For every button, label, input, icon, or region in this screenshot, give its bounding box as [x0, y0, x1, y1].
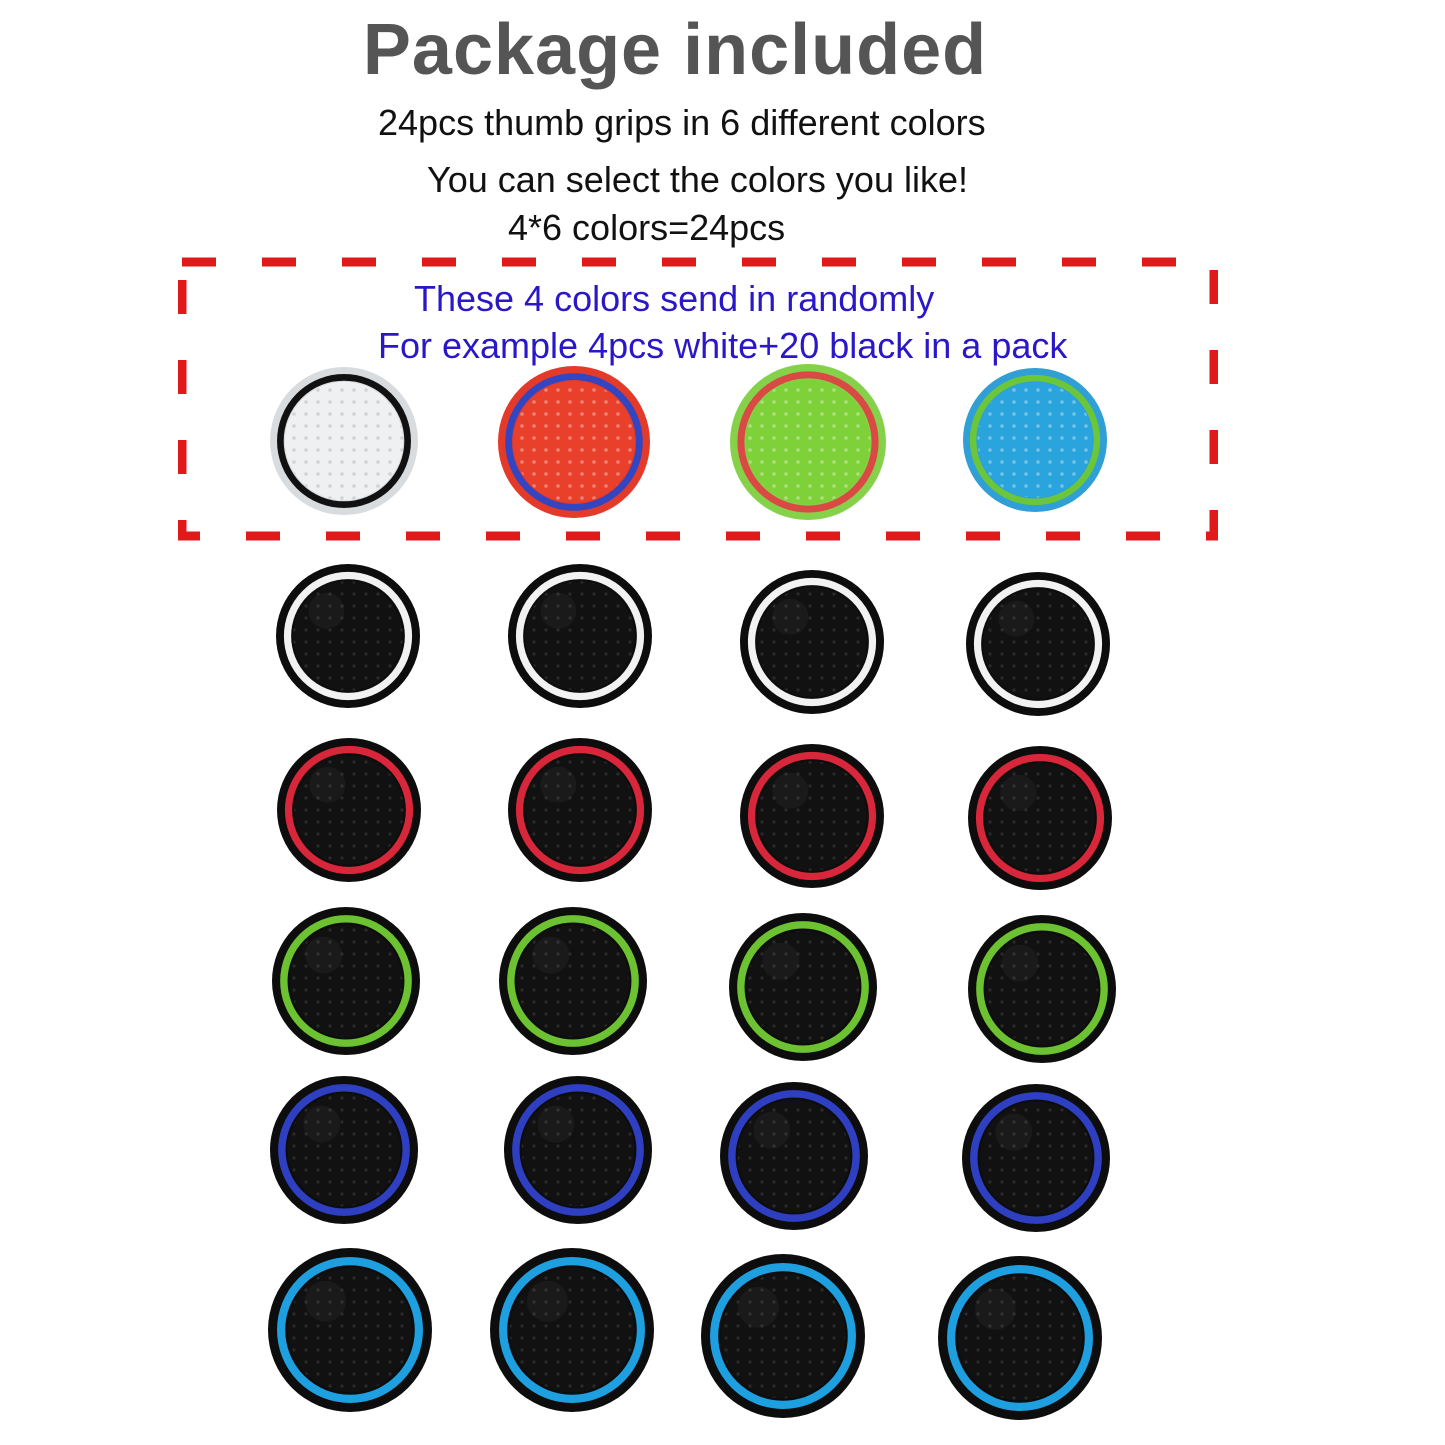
- grip-black-white-ring-3: [740, 570, 884, 714]
- grip-red: [498, 366, 650, 518]
- grip-black-light-blue-ring-3: [701, 1254, 865, 1418]
- random-note: These 4 colors send in randomly: [414, 278, 935, 319]
- grip-black-green-ring-1: [272, 907, 420, 1055]
- grip-blue: [963, 368, 1107, 512]
- grip-black-red-ring-1: [277, 738, 421, 882]
- grip-black-white-ring-1: [276, 564, 420, 708]
- page-title: Package included: [362, 10, 988, 90]
- subtitle-select: You can select the colors you like!: [427, 159, 968, 200]
- grip-black-blue-ring-3: [720, 1082, 868, 1230]
- subtitle-formula: 4*6 colors=24pcs: [508, 207, 786, 248]
- grip-black-green-ring-2: [499, 907, 647, 1055]
- grip-black-green-ring-4: [968, 915, 1116, 1063]
- subtitle-count: 24pcs thumb grips in 6 different colors: [378, 102, 986, 143]
- grip-black-light-blue-ring-2: [490, 1248, 654, 1412]
- grip-black-green-ring-3: [729, 913, 877, 1061]
- grip-black-light-blue-ring-4: [938, 1256, 1102, 1420]
- grip-black-red-ring-2: [508, 738, 652, 882]
- grip-black-white-ring-2: [508, 564, 652, 708]
- grip-black-blue-ring-2: [504, 1076, 652, 1224]
- random-example: For example 4pcs white+20 black in a pac…: [378, 325, 1068, 366]
- grip-green: [730, 364, 886, 520]
- grip-black-white-ring-4: [966, 572, 1110, 716]
- grip-black-light-blue-ring-1: [268, 1248, 432, 1412]
- grip-black-blue-ring-4: [962, 1084, 1110, 1232]
- grip-white: [270, 367, 418, 515]
- grip-black-red-ring-4: [968, 746, 1112, 890]
- grip-black-blue-ring-1: [270, 1076, 418, 1224]
- grip-black-red-ring-3: [740, 744, 884, 888]
